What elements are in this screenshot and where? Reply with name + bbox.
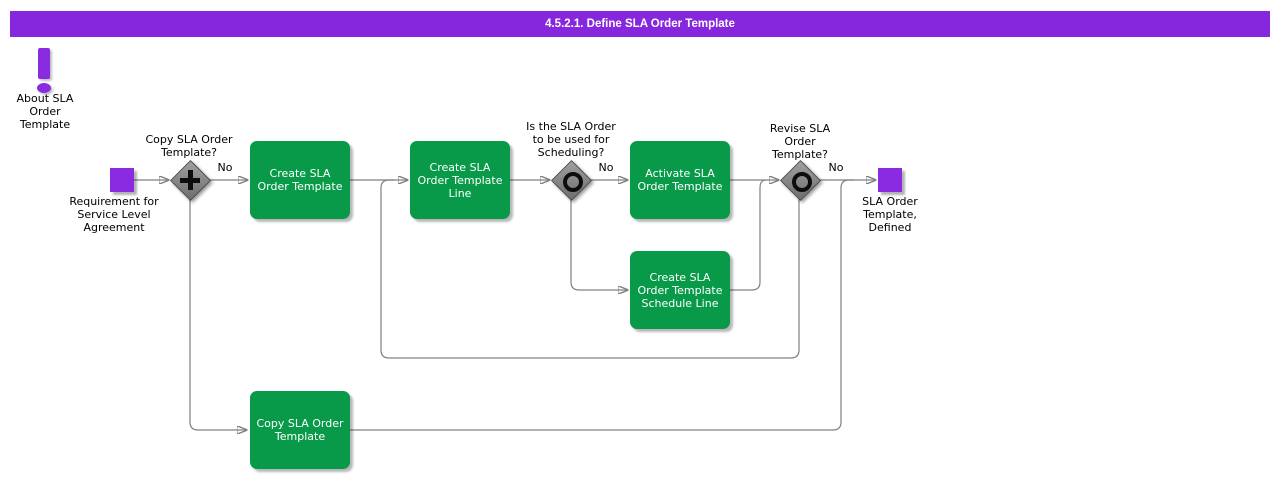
revise-gateway-no-label: No	[828, 161, 844, 174]
flow-schedule-line-up	[730, 179, 767, 291]
task-create-sla-order-template[interactable]: Create SLA Order Template	[250, 141, 350, 219]
start-event	[110, 168, 134, 192]
circle-gateway-icon	[778, 158, 822, 202]
flow-copy-gateway-yes-down	[189, 199, 247, 430]
revise-gateway	[778, 158, 822, 202]
task-activate-sla-order-template[interactable]: Activate SLA Order Template	[630, 141, 730, 219]
copy-gateway	[168, 158, 212, 202]
flow-sched-gateway-yes-down	[570, 199, 628, 290]
copy-gateway-question: Copy SLA Order Template?	[145, 133, 233, 159]
scheduling-gateway-no-label: No	[598, 161, 614, 174]
about-label: About SLA Order Template	[16, 92, 74, 131]
page-title: 4.5.2.1. Define SLA Order Template	[10, 11, 1270, 37]
start-event-label: Requirement for Service Level Agreement	[69, 195, 159, 234]
exclamation-dot	[37, 83, 51, 93]
exclamation-bar	[38, 48, 50, 79]
end-event	[878, 168, 902, 192]
about-exclamation-icon[interactable]	[30, 46, 60, 96]
task-create-sla-order-template-schedule-line[interactable]: Create SLA Order Template Schedule Line	[630, 251, 730, 329]
plus-gateway-icon	[168, 158, 212, 202]
task-copy-sla-order-template[interactable]: Copy SLA Order Template	[250, 391, 350, 469]
revise-gateway-question: Revise SLA Order Template?	[769, 122, 831, 161]
task-create-sla-order-template-line[interactable]: Create SLA Order Template Line	[410, 141, 510, 219]
circle-gateway-icon	[549, 158, 593, 202]
scheduling-gateway	[549, 158, 593, 202]
copy-gateway-no-label: No	[217, 161, 233, 174]
end-event-label: SLA Order Template, Defined	[862, 195, 918, 234]
scheduling-gateway-question: Is the SLA Order to be used for Scheduli…	[526, 120, 616, 159]
